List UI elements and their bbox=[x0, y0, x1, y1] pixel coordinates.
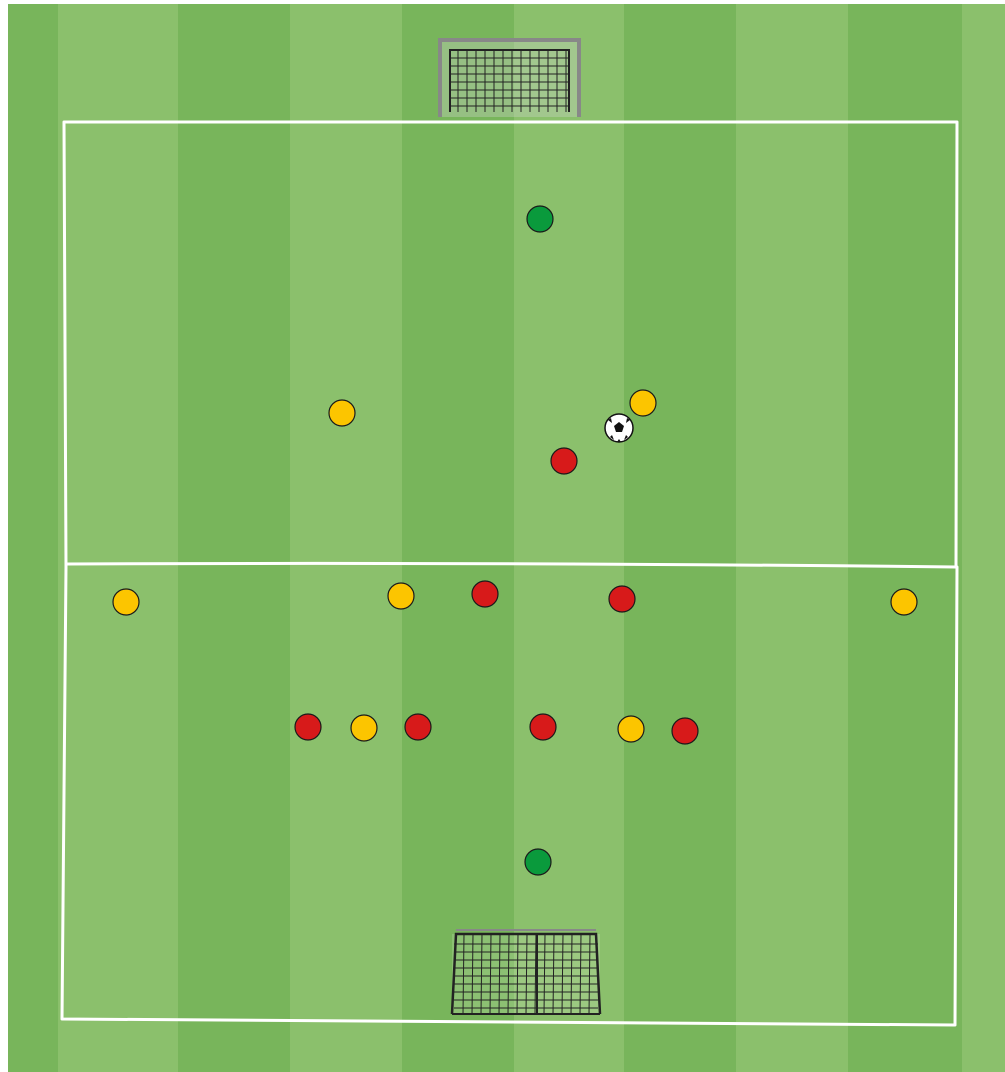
player-red-dot bbox=[551, 448, 577, 474]
goal-icon bbox=[452, 930, 600, 1014]
goal-icon bbox=[440, 40, 579, 117]
player-red-dot bbox=[609, 586, 635, 612]
player-red-dot bbox=[672, 718, 698, 744]
player-yellow-dot bbox=[891, 589, 917, 615]
player-red-dot bbox=[295, 714, 321, 740]
soccer-ball-icon bbox=[605, 414, 633, 442]
ball-layer bbox=[605, 414, 633, 442]
player-yellow-dot bbox=[630, 390, 656, 416]
player-green-dot bbox=[527, 206, 553, 232]
player-yellow-dot bbox=[113, 589, 139, 615]
grass-stripe bbox=[962, 4, 1005, 1072]
grass-stripe bbox=[736, 4, 848, 1072]
player-yellow-dot bbox=[388, 583, 414, 609]
grass-stripe bbox=[848, 4, 962, 1072]
grass-stripe bbox=[290, 4, 402, 1072]
grass-stripe bbox=[58, 4, 178, 1072]
player-red-dot bbox=[472, 581, 498, 607]
player-yellow-dot bbox=[329, 400, 355, 426]
grass-stripe bbox=[624, 4, 736, 1072]
player-yellow-dot bbox=[351, 715, 377, 741]
grass-stripe bbox=[8, 4, 58, 1072]
player-red-dot bbox=[530, 714, 556, 740]
player-green-dot bbox=[525, 849, 551, 875]
grass-stripe bbox=[514, 4, 624, 1072]
grass-stripe bbox=[178, 4, 290, 1072]
grass-stripe bbox=[402, 4, 514, 1072]
player-yellow-dot bbox=[618, 716, 644, 742]
player-red-dot bbox=[405, 714, 431, 740]
